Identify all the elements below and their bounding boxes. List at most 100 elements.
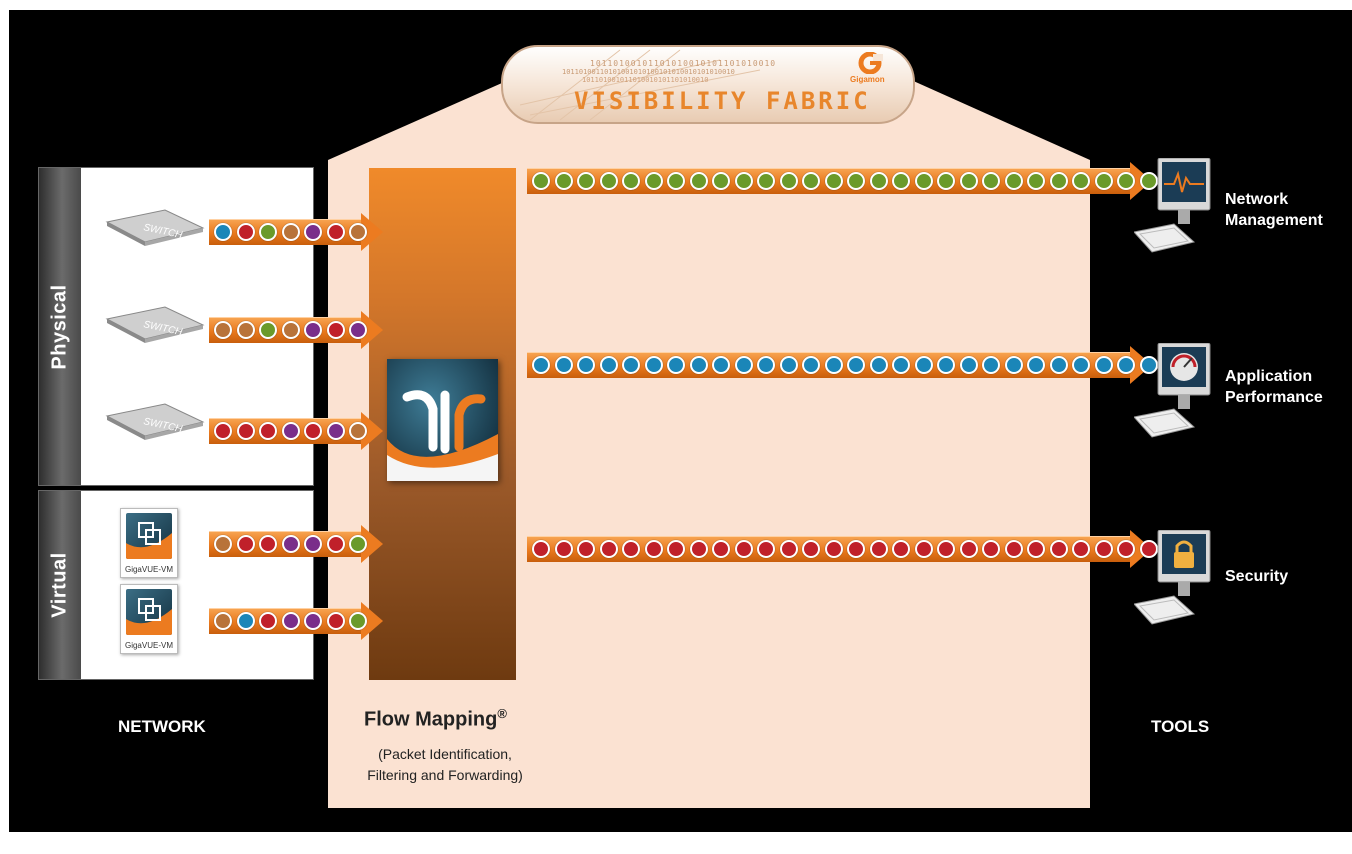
packet-dot-green bbox=[555, 172, 573, 190]
network-switch-icon: SWITCH bbox=[105, 305, 205, 345]
packet-dots bbox=[214, 223, 367, 241]
flow-mapping-logo-icon bbox=[387, 359, 498, 481]
packet-dot-red bbox=[237, 535, 255, 553]
output-flow-arrow bbox=[527, 168, 1152, 194]
network-switch-icon: SWITCH bbox=[105, 208, 205, 248]
tools-title: TOOLS bbox=[1151, 717, 1209, 737]
packet-dots bbox=[214, 612, 367, 630]
packet-dot-blue bbox=[1072, 356, 1090, 374]
packet-dot-blue bbox=[532, 356, 550, 374]
packet-dot-purple bbox=[304, 535, 322, 553]
packet-dot-green bbox=[667, 172, 685, 190]
packet-dot-green bbox=[780, 172, 798, 190]
packet-dot-green bbox=[892, 172, 910, 190]
packet-dot-red bbox=[327, 223, 345, 241]
gauge-monitor-icon bbox=[1134, 343, 1214, 433]
packet-dot-red bbox=[1027, 540, 1045, 558]
registered-mark: ® bbox=[497, 706, 507, 721]
packet-dot-green bbox=[349, 535, 367, 553]
packet-dots bbox=[532, 540, 1180, 558]
packet-dot-green bbox=[915, 172, 933, 190]
packet-dot-green bbox=[622, 172, 640, 190]
packet-dot-blue bbox=[937, 356, 955, 374]
input-flow-arrow bbox=[209, 317, 383, 343]
virtual-label: Virtual bbox=[49, 552, 72, 617]
packet-dot-red bbox=[1005, 540, 1023, 558]
packet-dot-blue bbox=[780, 356, 798, 374]
gigavue-vm-2: GigaVUE-VM bbox=[120, 584, 178, 654]
packet-dot-blue bbox=[1095, 356, 1113, 374]
vm-cube-icon bbox=[126, 589, 172, 635]
packet-dot-blue bbox=[802, 356, 820, 374]
input-flow-arrow bbox=[209, 608, 383, 634]
packet-dot-red bbox=[237, 223, 255, 241]
packet-dot-brown bbox=[214, 535, 232, 553]
packet-dot-red bbox=[1095, 540, 1113, 558]
packet-dot-purple bbox=[282, 535, 300, 553]
packet-dot-red bbox=[532, 540, 550, 558]
packet-dot-purple bbox=[282, 422, 300, 440]
gigamon-logo-icon bbox=[857, 52, 883, 74]
lock-monitor-icon bbox=[1134, 530, 1214, 620]
packet-dot-red bbox=[667, 540, 685, 558]
packet-dot-green bbox=[532, 172, 550, 190]
packet-dot-red bbox=[327, 321, 345, 339]
packet-dot-green bbox=[757, 172, 775, 190]
packet-dot-red bbox=[259, 535, 277, 553]
packet-dot-blue bbox=[214, 223, 232, 241]
packet-dot-green bbox=[600, 172, 618, 190]
packet-dot-brown bbox=[214, 612, 232, 630]
vm-label: GigaVUE-VM bbox=[121, 565, 177, 574]
flow-mapping-subtitle-line2: Filtering and Forwarding) bbox=[350, 765, 540, 786]
packet-dot-blue bbox=[847, 356, 865, 374]
packet-dot-red bbox=[960, 540, 978, 558]
packet-dot-purple bbox=[304, 612, 322, 630]
input-flow-arrow bbox=[209, 531, 383, 557]
packet-dot-red bbox=[577, 540, 595, 558]
packet-dot-green bbox=[847, 172, 865, 190]
tool-label-line2: Performance bbox=[1225, 387, 1323, 408]
packet-dots bbox=[214, 321, 367, 339]
packet-dots bbox=[532, 172, 1180, 190]
flow-mapping-title: Flow Mapping® bbox=[364, 706, 507, 732]
packet-dot-red bbox=[780, 540, 798, 558]
fabric-title: VISIBILITY FABRIC bbox=[574, 87, 871, 115]
packet-dot-blue bbox=[600, 356, 618, 374]
packet-dot-green bbox=[825, 172, 843, 190]
packet-dot-red bbox=[757, 540, 775, 558]
packet-dot-green bbox=[802, 172, 820, 190]
input-flow-arrow bbox=[209, 219, 383, 245]
packet-dot-blue bbox=[960, 356, 978, 374]
flow-mapping-title-text: Flow Mapping bbox=[364, 709, 497, 731]
gigamon-brand: Gigamon bbox=[850, 75, 885, 84]
packet-dot-blue bbox=[645, 356, 663, 374]
packet-dot-brown bbox=[349, 223, 367, 241]
packet-dot-red bbox=[712, 540, 730, 558]
packet-dot-red bbox=[555, 540, 573, 558]
packet-dot-green bbox=[259, 321, 277, 339]
binary-line-3: 101101001011010010101101010010 bbox=[582, 76, 708, 84]
tool-label-line1: Network bbox=[1225, 189, 1323, 210]
packet-dot-green bbox=[1050, 172, 1068, 190]
packet-dots bbox=[214, 535, 367, 553]
packet-dot-brown bbox=[214, 321, 232, 339]
packet-dot-blue bbox=[667, 356, 685, 374]
tool-label-line2: Management bbox=[1225, 210, 1323, 231]
packet-dot-green bbox=[1072, 172, 1090, 190]
packet-dot-purple bbox=[304, 223, 322, 241]
packet-dot-blue bbox=[237, 612, 255, 630]
packet-dot-red bbox=[237, 422, 255, 440]
physical-label: Physical bbox=[49, 284, 72, 369]
packet-dots bbox=[214, 422, 367, 440]
binary-line-1: 10110100101101010010101101010010 bbox=[590, 59, 776, 68]
flow-mapping-subtitle: (Packet Identification, Filtering and Fo… bbox=[350, 744, 540, 786]
packet-dot-blue bbox=[690, 356, 708, 374]
packet-dot-red bbox=[327, 612, 345, 630]
packet-dot-red bbox=[892, 540, 910, 558]
packet-dot-brown bbox=[282, 321, 300, 339]
packet-dot-green bbox=[1005, 172, 1023, 190]
packet-dot-red bbox=[847, 540, 865, 558]
packet-dot-purple bbox=[327, 422, 345, 440]
binary-line-2: 1011010011010100101010010101001010101001… bbox=[562, 68, 735, 76]
packet-dot-blue bbox=[1027, 356, 1045, 374]
